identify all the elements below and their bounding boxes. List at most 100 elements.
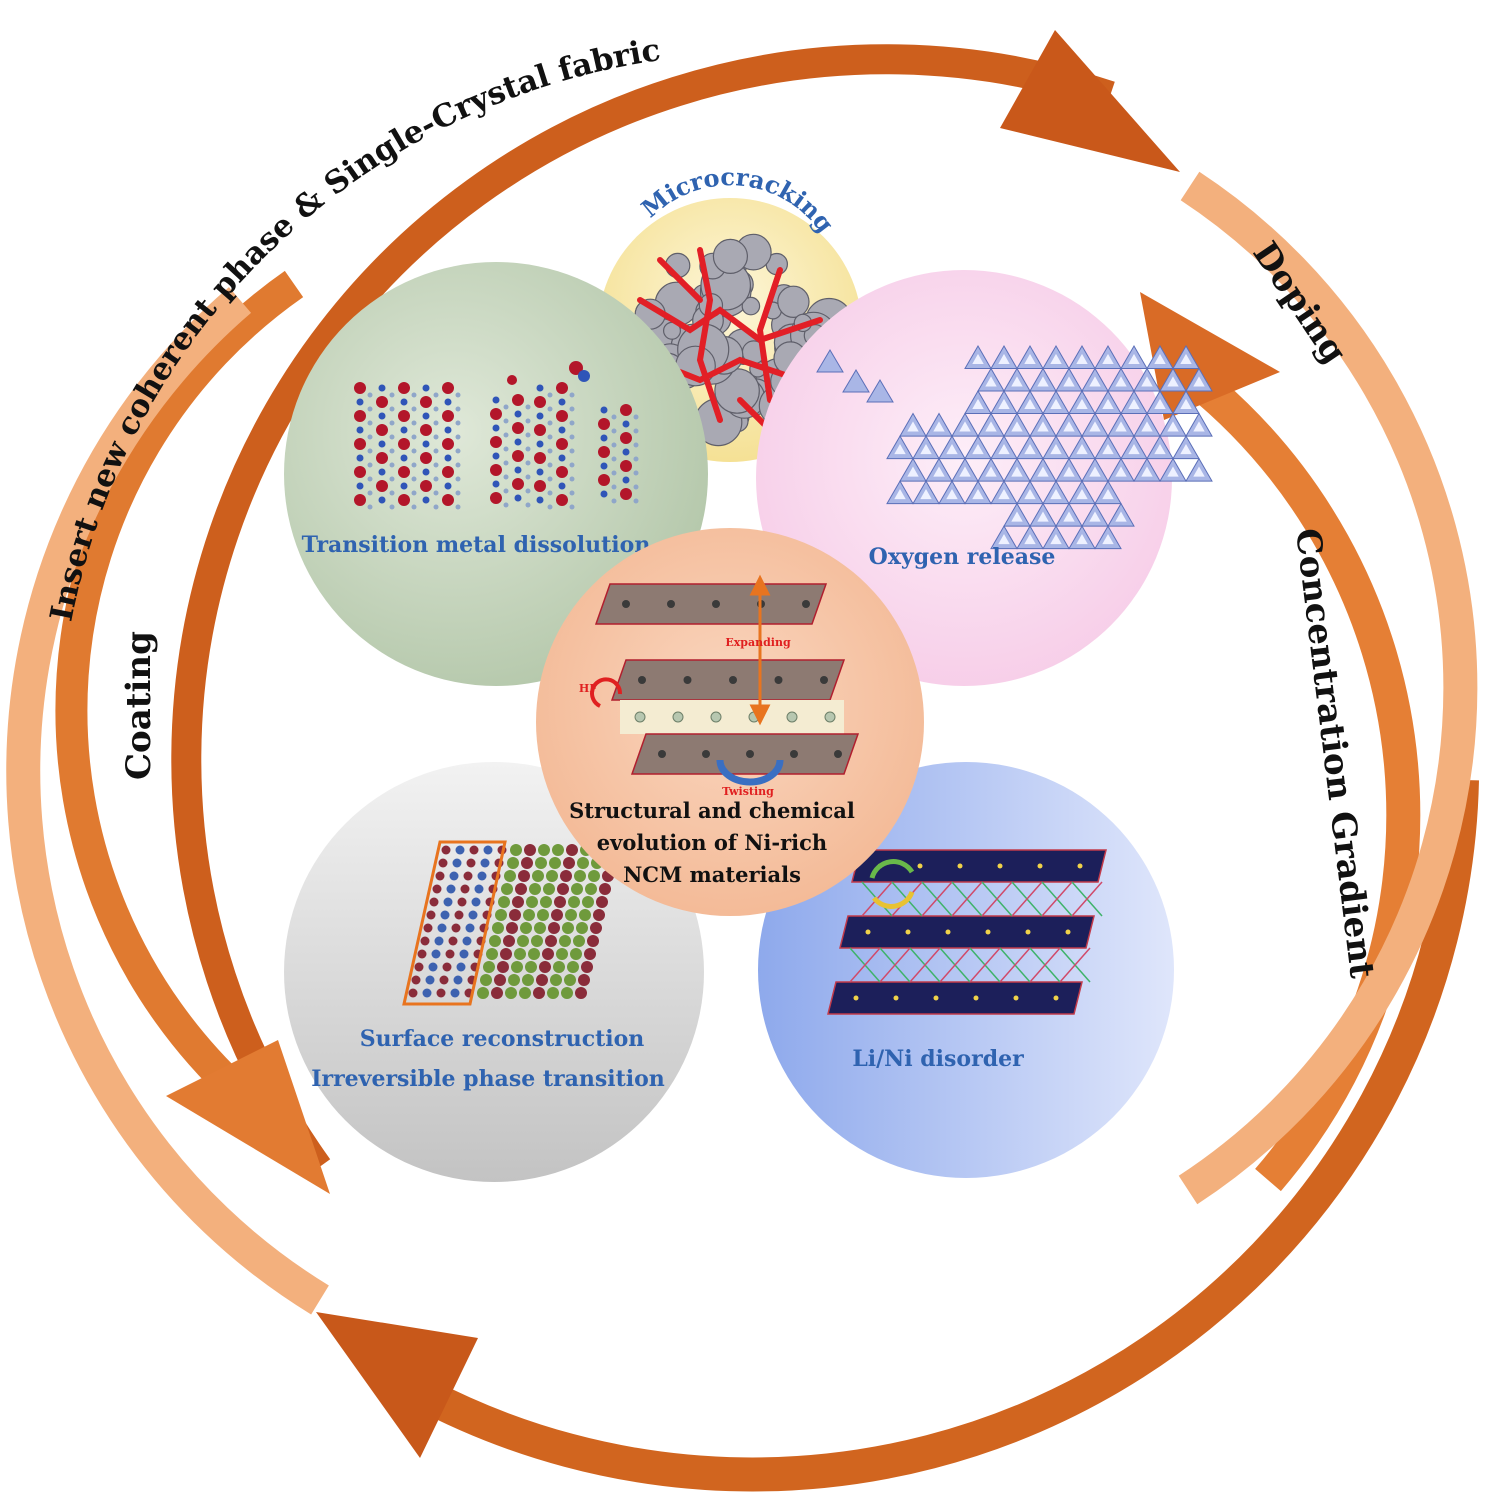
- surface-atom: [505, 987, 517, 999]
- tm-atom: [802, 600, 810, 608]
- octahedron-core: [1011, 511, 1023, 522]
- tm-atom: [378, 496, 386, 504]
- li-atom: [569, 476, 575, 482]
- li-atom: [433, 406, 439, 412]
- li-atom: [367, 462, 373, 468]
- tm-atom: [378, 468, 386, 476]
- surface-atom: [545, 935, 557, 947]
- li-atom: [525, 502, 531, 508]
- outer-arrow-head-top: [1000, 30, 1180, 172]
- label-irreversible-phase: Irreversible phase transition: [311, 1066, 665, 1092]
- tm-atom: [422, 468, 430, 476]
- tm-atom: [600, 490, 608, 498]
- octahedron-core: [1076, 488, 1088, 500]
- ni-bond: [921, 881, 953, 917]
- surface-atom: [547, 987, 559, 999]
- tm-atom: [422, 384, 430, 392]
- strategy-label-coating: Coating: [119, 631, 159, 780]
- tm-atom: [354, 438, 366, 450]
- surface-atom: [528, 948, 540, 960]
- surface-atom: [449, 871, 459, 881]
- li-atom: [411, 490, 417, 496]
- center-circle: Expanding Twisting HF Structural and che…: [536, 528, 924, 916]
- surface-atom: [437, 923, 447, 933]
- tm-atom: [444, 398, 452, 406]
- li-atom: [547, 392, 553, 398]
- surface-atom: [408, 988, 418, 998]
- tm-atom: [556, 438, 568, 450]
- octahedron-core: [907, 421, 919, 432]
- tm-atom: [600, 462, 608, 470]
- surface-atom: [521, 857, 533, 869]
- tm-atom: [556, 382, 568, 394]
- li-atom: [611, 456, 617, 462]
- surface-atom: [474, 884, 484, 894]
- li-atom: [525, 432, 531, 438]
- surface-atom: [512, 896, 524, 908]
- surface-atom: [441, 845, 451, 855]
- octahedron-core: [1011, 376, 1023, 387]
- li-atom: [633, 428, 639, 434]
- li-atom: [433, 462, 439, 468]
- li-atom: [455, 504, 461, 510]
- tm-slab: [839, 915, 1095, 949]
- tm-atom: [600, 434, 608, 442]
- octahedron-core: [894, 443, 906, 455]
- octahedron-core: [946, 488, 958, 500]
- tm-atom: [490, 408, 502, 420]
- rotation-arrows-icon: [869, 859, 915, 909]
- octahedron-core: [1167, 376, 1179, 387]
- ni-bond: [1041, 881, 1073, 917]
- circle-surface-reconstruction: Surface reconstruction Irreversible phas…: [284, 762, 704, 1182]
- surface-highlight-box: [402, 840, 507, 1006]
- octahedron-core: [998, 398, 1010, 410]
- tm-atom: [354, 410, 366, 422]
- tm-atom: [442, 494, 454, 506]
- slab-atom: [957, 863, 963, 869]
- octahedron-core: [946, 443, 958, 455]
- tm-o-slab: [610, 659, 846, 701]
- octahedron-core: [1128, 353, 1140, 365]
- surface-atom: [439, 975, 449, 985]
- octahedron-core: [1128, 443, 1140, 455]
- surface-atom: [443, 897, 453, 907]
- li-atom: [367, 434, 373, 440]
- surface-atom: [525, 961, 537, 973]
- surface-atom: [436, 988, 446, 998]
- li-atom: [633, 442, 639, 448]
- surface-atom: [538, 844, 550, 856]
- li-atom: [367, 490, 373, 496]
- tm-atom: [444, 482, 452, 490]
- surface-atom: [507, 857, 519, 869]
- surface-atom: [497, 961, 509, 973]
- tm-atom: [356, 398, 364, 406]
- li-atom: [786, 711, 798, 723]
- li-atom: [547, 476, 553, 482]
- tm-atom: [400, 426, 408, 434]
- octahedron-core: [894, 488, 906, 500]
- octahedron-core: [998, 534, 1010, 545]
- li-atom: [569, 420, 575, 426]
- li-atom: [569, 406, 575, 412]
- octahedron-core: [1011, 421, 1023, 432]
- slab-atom: [945, 929, 951, 935]
- tm-atom: [667, 600, 675, 608]
- surface-atom: [417, 949, 427, 959]
- tm-atom: [442, 410, 454, 422]
- octahedron-core: [1037, 466, 1049, 477]
- octahedron-core: [1050, 353, 1062, 365]
- ni-bond: [1029, 947, 1061, 983]
- surface-atom: [566, 844, 578, 856]
- octahedron-core: [1115, 466, 1127, 477]
- tm-atom: [536, 468, 544, 476]
- inner-arrow-head-left: [166, 1040, 330, 1194]
- slab-atom: [1025, 929, 1031, 935]
- twisting-arrow-icon: [716, 759, 784, 786]
- surface-atom: [471, 897, 481, 907]
- strategy-arrows: [6, 30, 1479, 1492]
- li-atom: [633, 456, 639, 462]
- surface-atom: [581, 961, 593, 973]
- tm-atom: [702, 750, 710, 758]
- li-atom: [634, 711, 646, 723]
- expanding-arrow-icon: [749, 574, 771, 726]
